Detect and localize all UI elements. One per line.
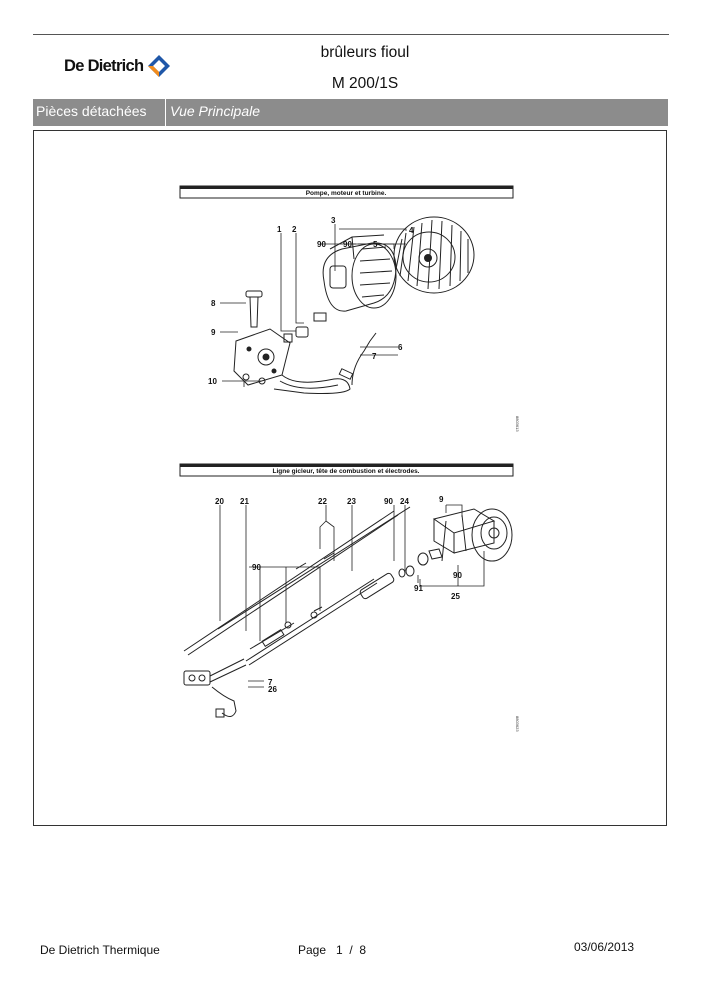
turbine-drawing [393, 216, 475, 294]
combustion-head-drawing [398, 508, 513, 578]
diagram2-title: Ligne gicleur, tête de combustion et éle… [272, 468, 419, 475]
svg-text:9: 9 [439, 495, 444, 504]
svg-text:5: 5 [373, 240, 378, 249]
brand-logo: De Dietrich [64, 54, 171, 78]
nozzle-line-drawing [183, 506, 411, 718]
svg-text:26: 26 [268, 685, 277, 694]
svg-text:20: 20 [215, 497, 224, 506]
footer-date: 03/06/2013 [574, 940, 635, 954]
svg-text:24: 24 [400, 497, 409, 506]
pump-drawing [233, 290, 377, 394]
svg-text:7: 7 [372, 352, 377, 361]
motor-drawing [313, 234, 397, 322]
svg-text:1: 1 [277, 225, 282, 234]
brand-name: De Dietrich [64, 56, 144, 75]
svg-text:90: 90 [384, 497, 393, 506]
top-rule [33, 34, 669, 35]
svg-text:90: 90 [317, 240, 326, 249]
footer-company: De Dietrich Thermique [40, 943, 160, 957]
svg-text:4: 4 [409, 226, 414, 235]
section-label: Pièces détachées [33, 99, 166, 126]
footer-page-number: Page 1 / 8 [298, 943, 367, 957]
section-bar: Pièces détachées Vue Principale [33, 99, 668, 126]
diagram-frame: Pompe, moteur et turbine. [33, 130, 667, 826]
svg-text:25: 25 [451, 592, 460, 601]
diagram1-leader-lines [220, 224, 407, 387]
diagram2-code: 8803623 [515, 716, 520, 732]
svg-text:91: 91 [414, 584, 423, 593]
svg-text:22: 22 [318, 497, 327, 506]
svg-text:2: 2 [292, 225, 297, 234]
svg-text:7: 7 [268, 678, 273, 687]
diagram-pump-motor-turbine: Pompe, moteur et turbine. [179, 185, 520, 432]
diagram2-leader-lines [219, 504, 485, 688]
svg-text:90: 90 [343, 240, 352, 249]
exploded-parts-diagram: Pompe, moteur et turbine. [179, 185, 520, 732]
svg-text:21: 21 [240, 497, 249, 506]
svg-text:9: 9 [211, 328, 216, 337]
svg-text:3: 3 [331, 216, 336, 225]
svg-text:90: 90 [252, 563, 261, 572]
view-label: Vue Principale [170, 103, 261, 119]
diagram1-title: Pompe, moteur et turbine. [306, 190, 387, 197]
diagram1-labels: 1 2 3 4 5 6 7 8 9 10 90 90 [208, 216, 414, 386]
brand-diamond-icon [148, 55, 171, 77]
svg-text:6: 6 [398, 343, 403, 352]
svg-text:90: 90 [453, 571, 462, 580]
diagram-nozzle-line: Ligne gicleur, tête de combustion et éle… [179, 463, 520, 732]
document-title: brûleurs fioul [320, 44, 410, 61]
diagram2-labels: 20 21 22 23 90 24 9 90 91 90 25 7 26 [215, 495, 462, 694]
diagram1-code: 8803613 [515, 416, 520, 432]
svg-text:23: 23 [347, 497, 356, 506]
svg-text:8: 8 [211, 299, 216, 308]
document-model: M 200/1S [331, 75, 399, 92]
svg-text:10: 10 [208, 377, 217, 386]
